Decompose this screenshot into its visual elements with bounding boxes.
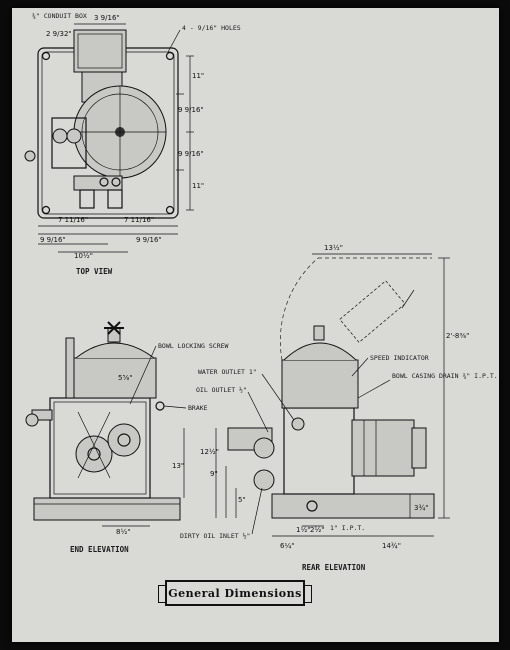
top-view: 11" 9 9/16" 9 9/16" 11" 3 9/16" 2 9/32" … [24, 12, 241, 276]
drawing-sheet: 11" 9 9/16" 9 9/16" 11" 3 9/16" 2 9/32" … [12, 8, 499, 642]
dim-14-3-4: 14¾" [382, 542, 401, 550]
mount-hole [165, 51, 175, 61]
label-bowl-casing-drain: BOWL CASING DRAIN ¾" I.P.T. [392, 372, 498, 380]
top-view-caption: TOP VIEW [76, 267, 113, 276]
dim-3-3-4: 3¾" [414, 504, 428, 512]
label-dirty-oil-inlet: DIRTY OIL INLET ½" [180, 532, 250, 540]
end-elevation: 13" 8½" 5⅝" BOWL LOCKING SCREW BRAKE END… [25, 321, 229, 554]
brake-knob-icon [155, 401, 165, 411]
pump-gear-icon [253, 437, 275, 459]
handwheel-icon [25, 413, 39, 427]
pump-base [73, 175, 123, 191]
dim-13: 13" [172, 462, 184, 470]
end-base [33, 497, 181, 521]
dim-13-half: 13½" [324, 244, 343, 252]
rear-elevation: 2'-8⅜" 13½" 12½" 9" 5" 3¾" 6¼" 14¾" 1½" … [180, 244, 498, 572]
end-bowl-cover [75, 342, 155, 359]
pump-gear-icon [75, 435, 113, 473]
label-brake: BRAKE [188, 404, 208, 412]
dim-6-quarter: 6¼" [280, 542, 294, 550]
mount-hole [41, 51, 51, 61]
drawing-title: General Dimensions [158, 580, 312, 606]
dim-9-9-16-a: 9 9/16" [178, 106, 204, 114]
gauge-icon [52, 128, 68, 144]
dim-3-9-16: 3 9/16" [94, 14, 120, 22]
dim-9-9-16-c: 9 9/16" [40, 236, 66, 244]
dim-9: 9" [210, 470, 218, 478]
conduit-box-lid [77, 33, 123, 69]
dim-2-half: 2½" [310, 526, 324, 534]
engineering-drawing: 11" 9 9/16" 9 9/16" 11" 3 9/16" 2 9/32" … [24, 12, 498, 572]
end-bowl-casing [71, 357, 157, 399]
dim-9-9-16-d: 9 9/16" [136, 236, 162, 244]
dim-8-half: 8½" [116, 528, 130, 536]
label-conduit-box: ¾" CONDUIT BOX [32, 12, 87, 20]
dim-9-9-16-b: 9 9/16" [178, 150, 204, 158]
bowl-locking-screw-icon [104, 321, 124, 335]
swing-arc [279, 257, 319, 361]
handwheel-icon [24, 150, 36, 162]
dim-7-11-16-a: 7 11/16" [58, 216, 88, 224]
rear-motor [351, 419, 415, 477]
dim-7-11-16-b: 7 11/16" [124, 216, 154, 224]
end-elevation-caption: END ELEVATION [70, 545, 129, 554]
dim-12-half: 12½" [200, 448, 219, 456]
dim-5-5-8: 5⅝" [118, 374, 132, 382]
pump-housing [51, 117, 87, 169]
label-water-outlet: WATER OUTLET 1" [198, 368, 257, 376]
dim-2-8-3-8: 2'-8⅜" [446, 332, 469, 340]
label-speed-indicator: SPEED INDICATOR [370, 354, 429, 362]
rear-base [271, 493, 435, 519]
swung-bowl-ghost [339, 280, 406, 343]
pump-gear-icon [107, 423, 141, 457]
label-ipt: 1" I.P.T. [330, 524, 365, 532]
gauge-icon [66, 128, 82, 144]
mount-hole [41, 205, 51, 215]
rear-bowl-cover [283, 342, 357, 361]
dim-11-bottom: 11" [192, 182, 204, 190]
dim-2-9-32: 2 9/32" [46, 30, 72, 38]
dim-5: 5" [238, 496, 246, 504]
rear-bowl [281, 359, 359, 409]
conduit-box [73, 29, 127, 73]
dim-1-half: 1½" [296, 526, 310, 534]
label-holes: 4 - 9/16" HOLES [182, 24, 241, 32]
dim-11-top: 11" [192, 72, 204, 80]
mount-hole [165, 205, 175, 215]
label-oil-outlet: OIL OUTLET ½" [196, 386, 247, 394]
pump-gear-icon [253, 469, 275, 491]
standpipe [65, 337, 75, 399]
label-bowl-locking-screw: BOWL LOCKING SCREW [158, 342, 229, 350]
rear-elevation-caption: REAR ELEVATION [302, 563, 366, 572]
dim-10-half: 10½" [74, 252, 93, 260]
